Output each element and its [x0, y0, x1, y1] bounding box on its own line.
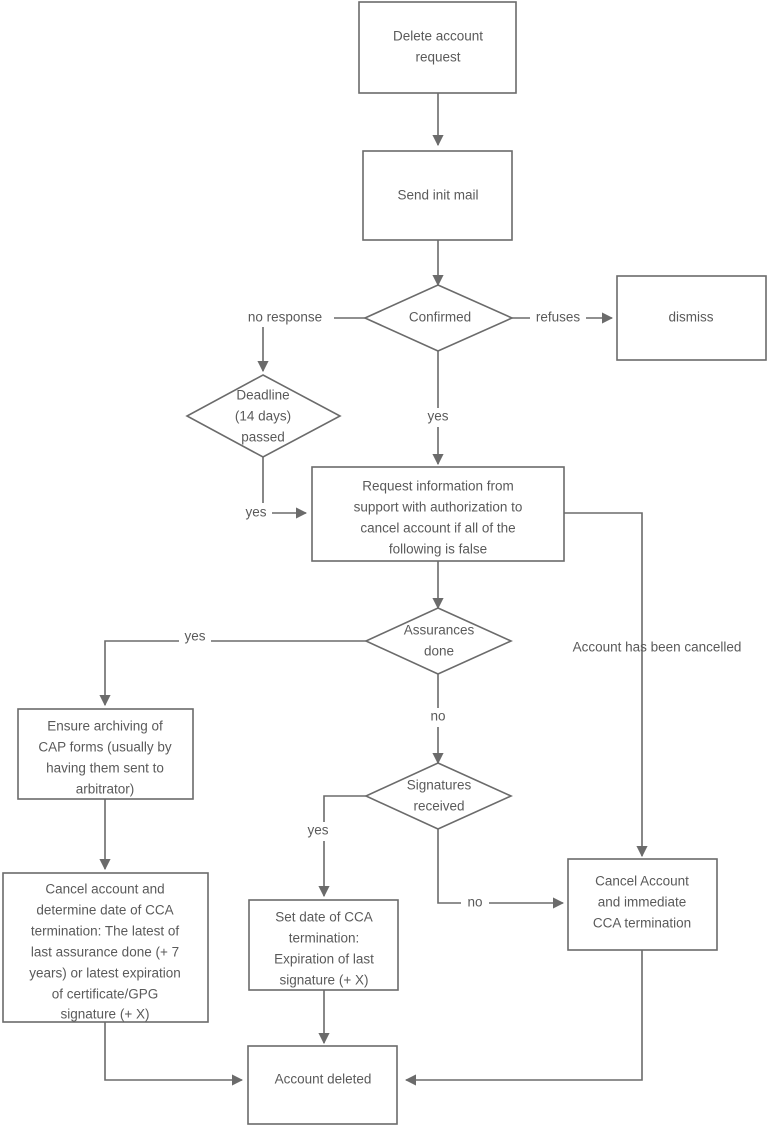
- node-ensure-archiving[interactable]: Ensure archiving of CAP forms (usually b…: [17, 708, 194, 800]
- edge-labels-layer: no response refuses yes yes yes no yes n…: [179, 308, 741, 913]
- edge-label-backdrop: [424, 708, 452, 727]
- edge-assurances-yes-to-archiving: [99, 640, 366, 707]
- node-shape-rect: [358, 1, 517, 94]
- edge-label-backdrop: [179, 628, 211, 647]
- node-label-line: dismiss: [668, 310, 713, 325]
- node-label-line: Confirmed: [409, 310, 471, 325]
- node-label-line: Account deleted: [275, 1072, 372, 1087]
- node-label-line: years) or latest expiration: [29, 966, 181, 981]
- node-shape-rect: [248, 899, 399, 991]
- node-label-line: following is false: [389, 542, 487, 557]
- node-confirmed[interactable]: Confirmed: [363, 284, 514, 352]
- node-label-line: support with authorization to: [354, 500, 523, 515]
- node-label-line: Cancel Account: [595, 874, 689, 889]
- node-set-date-cca-termination[interactable]: Set date of CCA termination: Expiration …: [248, 899, 399, 991]
- node-label-line: Request information from: [362, 479, 514, 494]
- node-delete-account-request[interactable]: Delete account request: [358, 1, 517, 94]
- edge-label-assurances-no: no: [430, 709, 445, 724]
- node-shape-rect: [311, 466, 565, 562]
- node-cancel-account-determine-date[interactable]: Cancel account and determine date of CCA…: [2, 872, 209, 1023]
- edge-label-signatures-no: no: [467, 895, 482, 910]
- node-shape-rect: [616, 275, 767, 361]
- edge-label-backdrop: [461, 894, 489, 913]
- node-label-line: Ensure archiving of: [47, 719, 163, 734]
- edge-label-confirmed-yes: yes: [427, 409, 448, 424]
- node-label-line: Set date of CCA: [275, 910, 373, 925]
- node-label-line: determine date of CCA: [36, 903, 173, 918]
- edge-signatures-yes-to-setdate: [318, 795, 366, 898]
- node-signatures-received[interactable]: Signatures received: [364, 762, 513, 830]
- edge-label-backdrop: [240, 503, 272, 522]
- node-dismiss[interactable]: dismiss: [616, 275, 767, 361]
- node-label-line: done: [424, 644, 454, 659]
- edge-label-backdrop: [422, 408, 454, 427]
- node-label-line: received: [413, 799, 464, 814]
- node-shape-rect: [2, 872, 209, 1023]
- node-label-line: signature (+ X): [280, 973, 369, 988]
- edge-label-deadline-yes: yes: [245, 505, 266, 520]
- node-shape-diamond: [364, 762, 513, 830]
- node-label-line: and immediate: [598, 895, 687, 910]
- node-request-information[interactable]: Request information from support with au…: [311, 466, 565, 562]
- edge-label-backdrop: [234, 308, 334, 327]
- node-label-line: Send init mail: [397, 188, 478, 203]
- node-label-line: termination:: [289, 931, 360, 946]
- node-shape-rect: [362, 150, 513, 241]
- node-cancel-account-immediate[interactable]: Cancel Account and immediate CCA termina…: [567, 858, 718, 951]
- edge-label-refuses: refuses: [536, 310, 581, 325]
- node-label-line: (14 days): [235, 409, 291, 424]
- node-label-line: CCA termination: [593, 916, 691, 931]
- node-label-line: signature (+ X): [61, 1007, 150, 1022]
- node-label-line: passed: [241, 430, 285, 445]
- edge-label-signatures-yes: yes: [307, 823, 328, 838]
- edge-cancel-immediate-to-account-deleted: [404, 950, 643, 1086]
- node-label-line: Expiration of last: [274, 952, 374, 967]
- node-label-line: Deadline: [236, 388, 289, 403]
- node-label-line: Assurances: [404, 623, 475, 638]
- node-label-line: CAP forms (usually by: [38, 740, 172, 755]
- node-shape-rect: [17, 708, 194, 800]
- edge-cancel-determine-to-account-deleted: [104, 1022, 244, 1086]
- node-shape-diamond: [185, 374, 342, 458]
- node-label-line: Delete account: [393, 29, 483, 44]
- node-label-line: having them sent to: [46, 761, 164, 776]
- edge-label-backdrop: [302, 822, 334, 841]
- node-shape-rect: [567, 858, 718, 951]
- node-shape-diamond: [364, 607, 513, 675]
- node-deadline-passed[interactable]: Deadline (14 days) passed: [185, 374, 342, 458]
- edge-label-backdrop: [530, 308, 586, 327]
- node-label-line: cancel account if all of the: [360, 521, 515, 536]
- node-shape-diamond: [363, 284, 514, 352]
- node-label-line: request: [415, 50, 460, 65]
- edge-label-no-response: no response: [248, 310, 322, 325]
- node-shape-rect: [247, 1045, 398, 1125]
- node-label-line: arbitrator): [76, 782, 135, 797]
- node-label-line: last assurance done (+ 7: [31, 945, 179, 960]
- node-account-deleted[interactable]: Account deleted: [247, 1045, 398, 1125]
- node-label-line: Cancel account and: [45, 882, 164, 897]
- edge-signatures-no-to-cancel-immediate: [437, 829, 565, 909]
- node-label-line: of certificate/GPG: [52, 987, 159, 1002]
- edge-label-assurances-yes: yes: [184, 629, 205, 644]
- node-label-line: termination: The latest of: [31, 924, 180, 939]
- edge-request-info-to-cancel-immediate: [564, 512, 648, 858]
- node-label-line: Signatures: [407, 778, 472, 793]
- edge-label-account-cancelled: Account has been cancelled: [573, 640, 742, 655]
- node-assurances-done[interactable]: Assurances done: [364, 607, 513, 675]
- node-send-init-mail[interactable]: Send init mail: [362, 150, 513, 241]
